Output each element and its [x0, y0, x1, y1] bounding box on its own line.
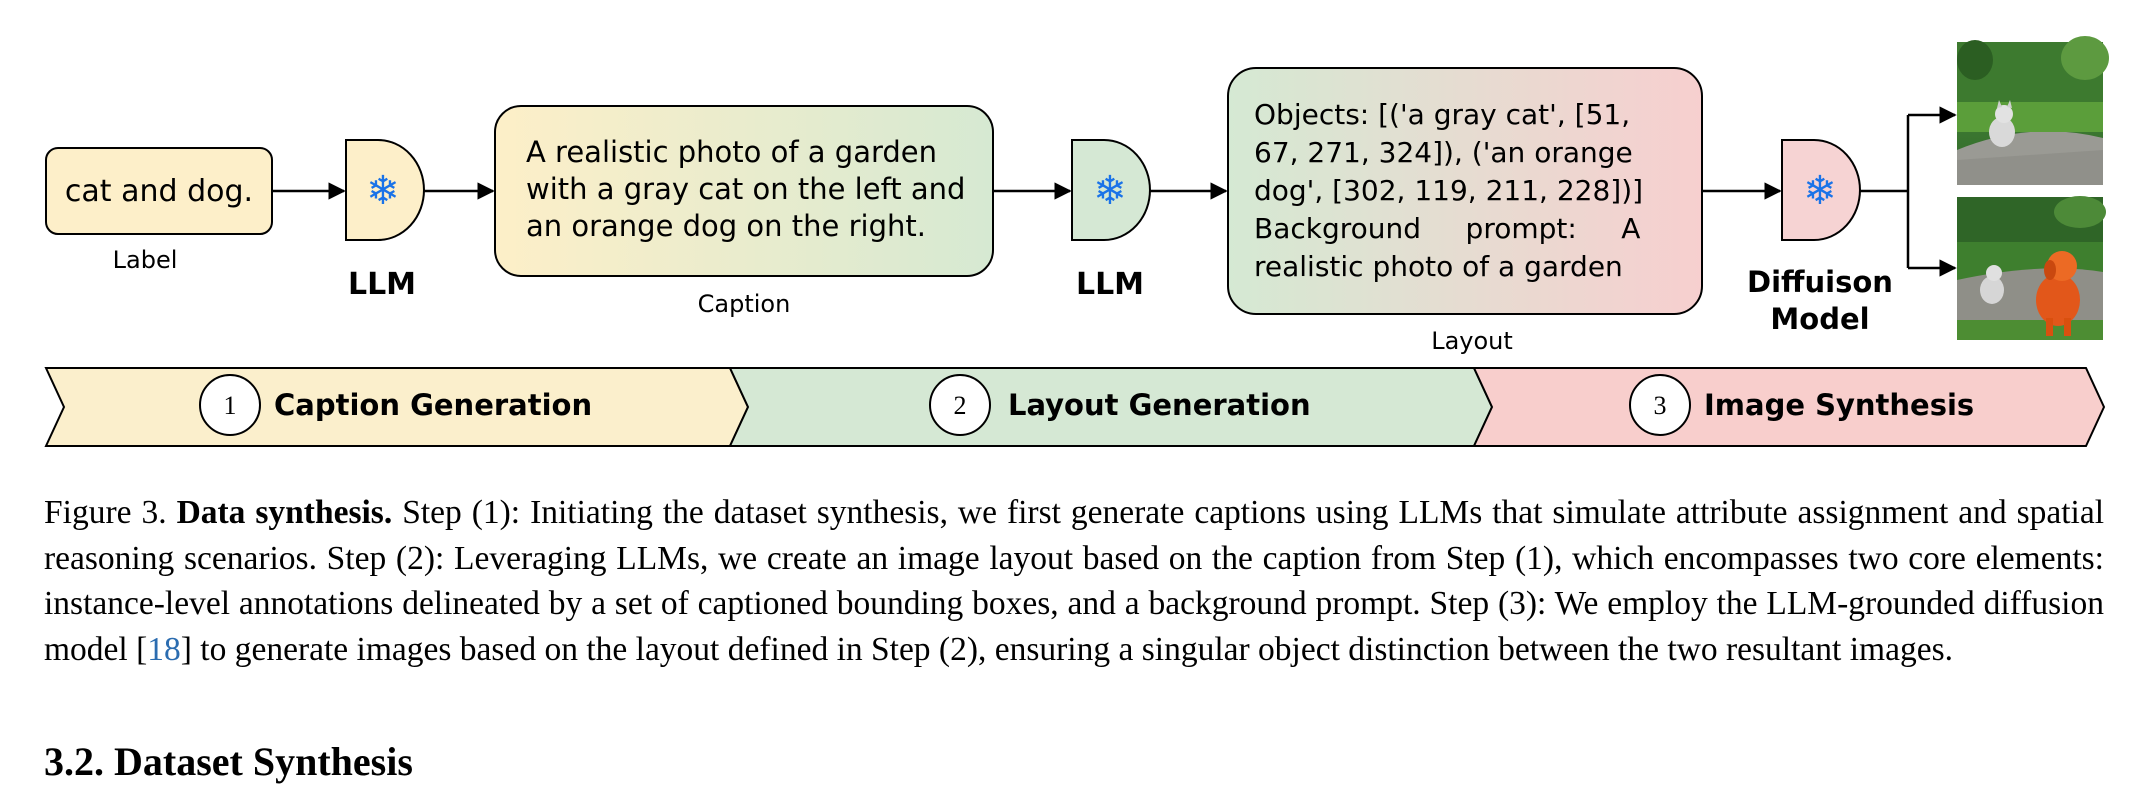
data-synthesis-diagram: cat and dog. Label ❄ LLM A realistic pho… — [44, 36, 2109, 447]
stage-banner: 1 Caption Generation 2 Layout Generation… — [44, 367, 2106, 447]
citation-link[interactable]: 18 — [147, 630, 181, 668]
figure-caption: Figure 3. Data synthesis. Step (1): Init… — [44, 490, 2104, 672]
stage-2-label: Layout Generation — [1008, 388, 1311, 422]
stage-1-number: 1 — [224, 391, 237, 420]
next-section-heading: 3.2. Dataset Synthesis — [44, 739, 413, 784]
label-caption: Label — [113, 246, 178, 274]
llm-label-1: LLM — [348, 267, 416, 302]
layout-box-line-1: Objects: [('a gray cat', [51, — [1254, 98, 1630, 131]
llm-label-2: LLM — [1076, 267, 1144, 302]
snowflake-icon: ❄ — [366, 168, 400, 214]
layout-node: Objects: [('a gray cat', [51, 67, 271, 3… — [1227, 67, 1703, 355]
stage-3-number: 3 — [1654, 391, 1667, 420]
diffusion-label-line-1: Diffuison — [1747, 265, 1893, 299]
llm-node-1: ❄ LLM — [345, 139, 425, 302]
caption-box-line-1: A realistic photo of a garden — [526, 135, 937, 169]
stage-2-number-circle — [929, 374, 991, 436]
stage-1-number-circle — [199, 374, 261, 436]
output-image-cat-and-dog — [1957, 196, 2106, 340]
stage-3-chevron — [1472, 367, 2106, 447]
figure-label: Figure 3. — [44, 494, 167, 531]
stage-3-label: Image Synthesis — [1704, 388, 1974, 422]
caption-caption: Caption — [698, 290, 791, 318]
stage-2-number: 2 — [954, 391, 967, 420]
caption-node: A realistic photo of a garden with a gra… — [494, 105, 994, 318]
label-node: cat and dog. Label — [45, 147, 273, 274]
caption-box-line-2: with a gray cat on the left and — [526, 172, 965, 206]
layout-box-line-5: realistic photo of a garden — [1254, 250, 1623, 283]
figure-title: Data synthesis. — [176, 494, 393, 531]
layout-caption: Layout — [1431, 327, 1513, 355]
layout-box-line-2: 67, 271, 324]), ('an orange — [1254, 136, 1633, 169]
layout-box-line-3: dog', [302, 119, 211, 228])] — [1254, 174, 1643, 207]
stage-1-label: Caption Generation — [274, 388, 592, 422]
snowflake-icon: ❄ — [1093, 168, 1127, 214]
branch-arrows — [1860, 106, 1957, 277]
diffusion-model-node: ❄ Diffuison Model — [1747, 139, 1893, 336]
snowflake-icon: ❄ — [1803, 168, 1837, 214]
label-box-text: cat and dog. — [65, 174, 253, 209]
caption-text-part-2: ] to generate images based on the layout… — [180, 630, 1953, 668]
layout-box-line-4: Background prompt: A — [1254, 212, 1640, 245]
stage-3-number-circle — [1629, 374, 1691, 436]
diffusion-label-line-2: Model — [1770, 302, 1869, 336]
llm-node-2: ❄ LLM — [1071, 139, 1151, 302]
output-image-cat — [1957, 36, 2109, 185]
caption-text-part-1: Step (1): Initiating the dataset synthes… — [44, 494, 2105, 668]
caption-box-line-3: an orange dog on the right. — [526, 209, 926, 243]
